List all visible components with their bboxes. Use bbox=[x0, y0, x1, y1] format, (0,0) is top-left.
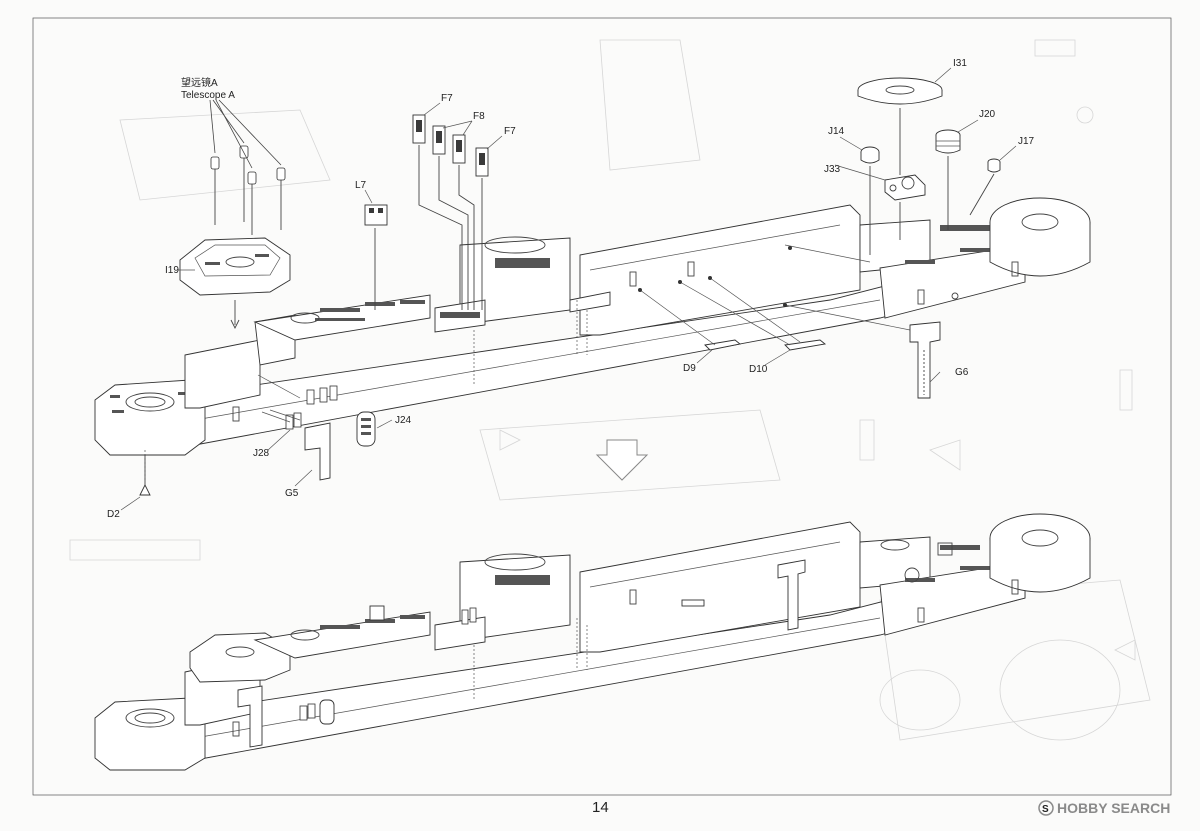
label-g6: G6 bbox=[955, 367, 969, 378]
telescope-subassembly bbox=[178, 99, 291, 330]
f-parts bbox=[412, 114, 489, 310]
hobby-search-watermark: S HOBBY SEARCH bbox=[1038, 800, 1170, 816]
label-telescope-cn: 望远镜A bbox=[181, 76, 218, 89]
label-d2: D2 bbox=[107, 509, 120, 520]
label-j28: J28 bbox=[253, 448, 270, 459]
g5-part bbox=[304, 422, 331, 481]
label-g5: G5 bbox=[285, 488, 299, 499]
mid-small-parts bbox=[638, 244, 941, 399]
watermark-logo-letter: S bbox=[1042, 804, 1049, 815]
label-f8: F8 bbox=[473, 111, 485, 122]
j24-part bbox=[356, 411, 376, 447]
callout-labels: 望远镜A Telescope A I19 L7 F7 F8 F7 I31 J14… bbox=[107, 58, 1035, 520]
label-j14: J14 bbox=[828, 126, 845, 137]
g6-part bbox=[909, 321, 941, 399]
label-j33: J33 bbox=[824, 164, 841, 175]
label-d9: D9 bbox=[683, 363, 696, 374]
watermark-text: HOBBY SEARCH bbox=[1057, 800, 1170, 816]
page-number: 14 bbox=[592, 799, 609, 816]
label-l7: L7 bbox=[355, 180, 367, 191]
label-j24: J24 bbox=[395, 415, 412, 426]
label-j17: J17 bbox=[1018, 136, 1035, 147]
l7-part bbox=[364, 204, 388, 310]
arrow-down-icon bbox=[595, 439, 649, 481]
fore-small-parts bbox=[139, 374, 376, 496]
label-telescope-en: Telescope A bbox=[181, 90, 235, 101]
lower-assembly bbox=[94, 513, 1091, 771]
aft-small-parts bbox=[857, 77, 1001, 255]
watermark-logo-icon bbox=[1038, 800, 1054, 816]
label-f7-left: F7 bbox=[441, 93, 453, 104]
label-f7-right: F7 bbox=[504, 126, 516, 137]
page-border bbox=[32, 17, 1172, 796]
label-j20: J20 bbox=[979, 109, 996, 120]
label-d10: D10 bbox=[749, 364, 768, 375]
label-i19: I19 bbox=[165, 265, 179, 276]
label-i31: I31 bbox=[953, 58, 967, 69]
